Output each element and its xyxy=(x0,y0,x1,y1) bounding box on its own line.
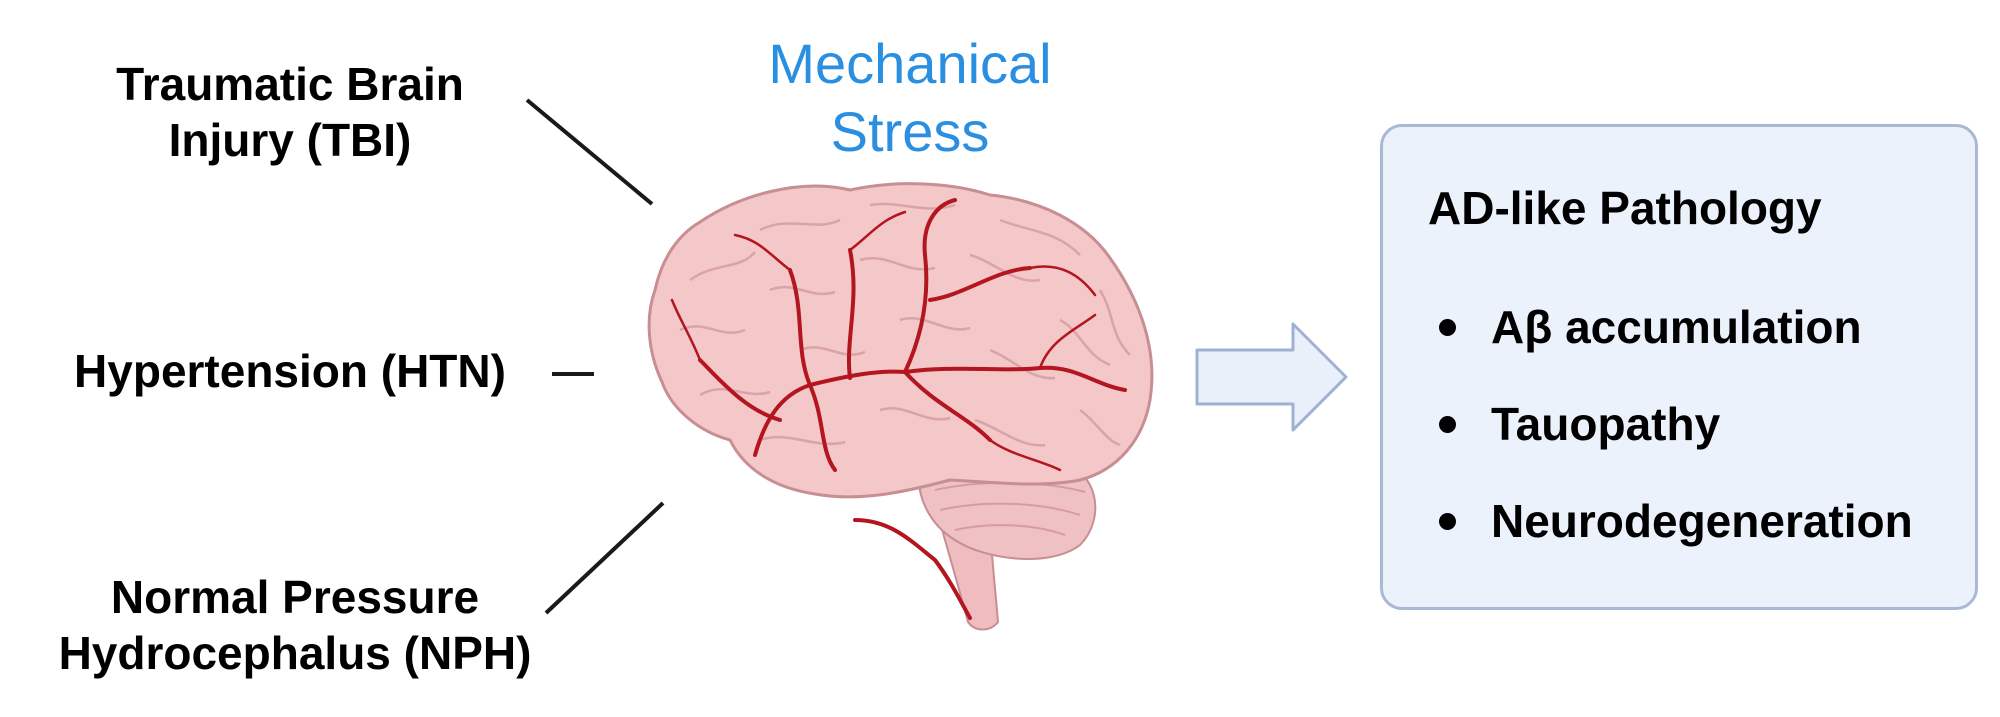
stress-line2: Stress xyxy=(830,100,990,163)
outcome-item-text: Tauopathy xyxy=(1491,398,1721,450)
cause-label-htn: Hypertension (HTN) xyxy=(30,343,550,399)
cerebrum xyxy=(647,182,1154,499)
bullet-icon xyxy=(1439,416,1456,433)
outcome-box: AD-like Pathology Aβ accumulation Tauopa… xyxy=(1380,124,1978,610)
connector-line-nph xyxy=(544,501,665,615)
brain-illustration xyxy=(647,182,1154,631)
outcome-item: Aβ accumulation xyxy=(1439,297,1913,394)
outcome-item-text: Aβ accumulation xyxy=(1491,301,1862,353)
cause-tbi-line2: Injury (TBI) xyxy=(168,114,412,166)
right-arrow-icon xyxy=(1195,322,1348,432)
outcome-list: Aβ accumulation Tauopathy Neurodegenerat… xyxy=(1439,297,1913,588)
bullet-icon xyxy=(1439,513,1456,530)
cause-nph-line1: Normal Pressure xyxy=(110,571,480,623)
outcome-item: Tauopathy xyxy=(1439,394,1913,491)
stress-line1: Mechanical xyxy=(768,32,1052,95)
connector-line-tbi xyxy=(525,98,654,206)
cause-label-tbi: Traumatic Brain Injury (TBI) xyxy=(40,56,540,168)
mechanical-stress-title: Mechanical Stress xyxy=(700,30,1120,166)
brain-vessels-thin xyxy=(670,210,1097,472)
outcome-title: AD-like Pathology xyxy=(1428,182,1822,234)
outcome-item: Neurodegeneration xyxy=(1439,491,1913,588)
cause-htn-line1: Hypertension (HTN) xyxy=(74,345,506,397)
cause-nph-line2: Hydrocephalus (NPH) xyxy=(58,627,532,679)
cause-label-nph: Normal Pressure Hydrocephalus (NPH) xyxy=(20,569,570,681)
cause-tbi-line1: Traumatic Brain xyxy=(116,58,464,110)
bullet-icon xyxy=(1439,319,1456,336)
outcome-item-text: Neurodegeneration xyxy=(1491,495,1913,547)
